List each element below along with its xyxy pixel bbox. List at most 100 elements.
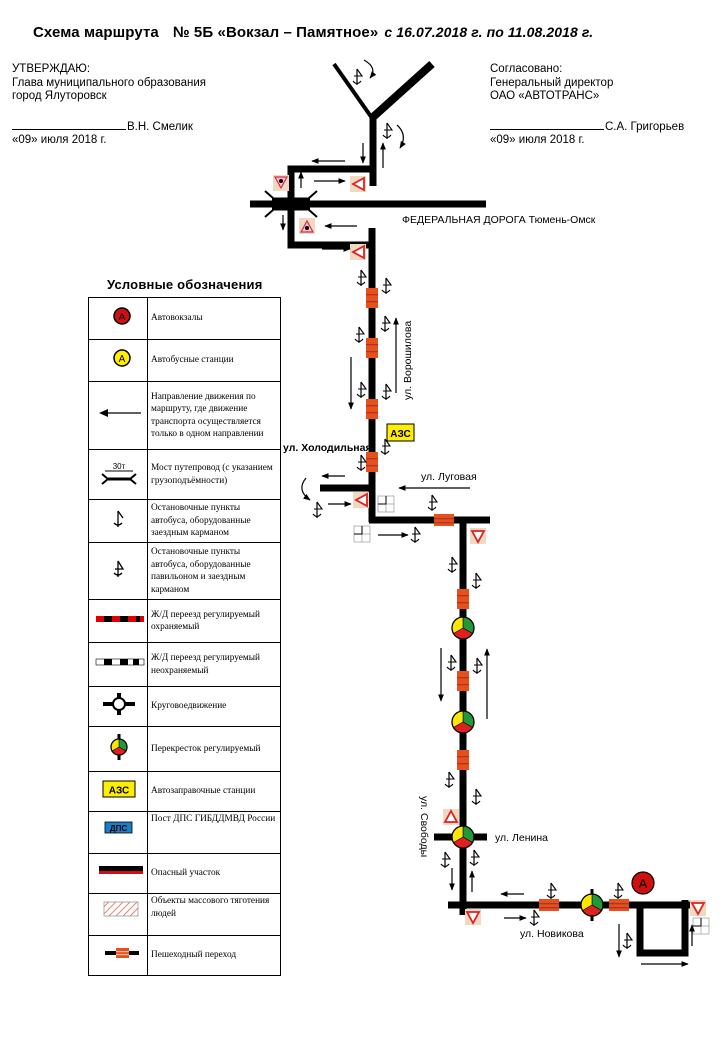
bridge-icon xyxy=(264,190,318,218)
signatory-name: С.А. Григорьев xyxy=(605,120,685,133)
bus-stop-pavilion-icon xyxy=(113,560,125,577)
pedestrian-crossing-icon xyxy=(366,399,378,419)
legend-title: Условные обозначения xyxy=(107,277,263,292)
title-text: Схема маршрута xyxy=(33,24,159,41)
yield-sign-icon xyxy=(464,908,482,926)
bus-terminal-icon: А xyxy=(113,307,131,325)
bus-stop-icon xyxy=(622,932,633,950)
pedestrian-crossing-icon xyxy=(434,514,454,526)
bus-stop-icon xyxy=(312,501,323,519)
bus-stop-icon xyxy=(381,383,392,401)
signatory-name: В.Н. Смелик xyxy=(127,120,193,133)
approval-city: город Ялуторовск xyxy=(12,90,107,102)
one-way-arrow-icon xyxy=(99,409,141,418)
bus-stop-icon xyxy=(447,556,458,574)
bus-stop-icon xyxy=(472,657,483,675)
traffic-light-icon xyxy=(451,710,475,734)
bus-stop-icon xyxy=(446,654,457,672)
pedestrian-crossing-icon xyxy=(366,452,378,472)
pedestrian-crossing-icon xyxy=(457,671,469,691)
legend-label: Пешеходный переход xyxy=(147,935,281,976)
bus-terminal-icon: А xyxy=(631,871,655,895)
bus-stop-icon xyxy=(354,326,365,344)
legend-table: А Автовокзалы А Автобусные станции Напра… xyxy=(88,297,281,976)
street-label-novikova: ул. Новикова xyxy=(520,928,584,940)
camera-sign-icon xyxy=(273,175,289,191)
approval-block-left: УТВЕРЖДАЮ: Глава муниципального образова… xyxy=(12,63,206,148)
street-label-lugovaya: ул. Луговая xyxy=(421,471,477,483)
legend-row: Ж/Д переезд регулируемый охраняемый xyxy=(88,599,281,643)
svg-text:АЗС: АЗС xyxy=(390,429,410,440)
approval-position: Глава муниципального образования xyxy=(12,76,206,89)
legend-row: Направление движения по маршруту, где дв… xyxy=(88,381,281,450)
legend-row: АЗС Автозаправочные станции xyxy=(88,771,281,812)
signature-line xyxy=(12,119,126,130)
federal-road-label: ФЕДЕРАЛЬНАЯ ДОРОГА Тюмень-Омск xyxy=(402,214,596,226)
svg-text:А: А xyxy=(119,354,126,365)
approval-position: Генеральный директор xyxy=(490,76,614,89)
route-period: с 16.07.2018 г. по 11.08.2018 г. xyxy=(384,24,594,40)
svg-text:30т: 30т xyxy=(113,462,126,471)
svg-text:А: А xyxy=(119,312,126,323)
bus-stop-icon xyxy=(382,122,393,140)
direction-sign-icon xyxy=(377,495,395,513)
pedestrian-crossing-icon xyxy=(457,589,469,609)
street-label-kholodilnaya: ул. Холодильная xyxy=(283,442,372,454)
pedestrian-crossing-icon xyxy=(366,338,378,358)
legend-label: Направление движения по маршруту, где дв… xyxy=(147,381,281,450)
legend-label: Автозаправочные станции xyxy=(147,771,281,812)
approval-heading: Согласовано: xyxy=(490,63,563,75)
gas-station-icon: АЗС xyxy=(102,780,136,798)
u-turn-arrow-icon xyxy=(301,477,311,501)
legend-row: Ж/Д переезд регулируемый неохраняемый xyxy=(88,642,281,687)
legend-row: Остановочные пункты автобуса, оборудован… xyxy=(88,499,281,543)
route-number: № 5Б «Вокзал – Памятное» xyxy=(172,24,379,41)
bus-stop-icon xyxy=(352,68,363,86)
rail-crossing-guarded-icon xyxy=(96,615,144,622)
u-turn-arrow-icon xyxy=(363,59,377,79)
pedestrian-crossing-icon xyxy=(105,948,139,959)
pedestrian-crossing-icon xyxy=(457,750,469,770)
svg-text:АЗС: АЗС xyxy=(109,786,129,797)
direction-arrows xyxy=(280,59,695,967)
rail-crossing-unguarded-icon xyxy=(95,658,145,666)
bus-station-icon: А xyxy=(113,349,131,367)
svg-text:А: А xyxy=(639,876,648,891)
legend-row: Пешеходный переход xyxy=(88,935,281,976)
yield-sign-icon xyxy=(352,491,370,509)
pedestrian-crossing-icon xyxy=(539,899,559,911)
traffic-light-icon xyxy=(451,616,475,640)
bus-stop-icon xyxy=(471,788,482,806)
legend-row: Перекресток регулируемый xyxy=(88,726,281,772)
danger-zone-icon xyxy=(99,866,143,875)
bus-stop-icon xyxy=(546,882,557,900)
bus-stop-pocket-icon xyxy=(113,510,124,527)
legend-row: Опасный участок xyxy=(88,853,281,894)
bridge-icon: 30т xyxy=(101,462,137,486)
legend-label: Ж/Д переезд регулируемый неохраняемый xyxy=(147,642,281,687)
approval-date: «09» июля 2018 г. xyxy=(490,134,585,146)
legend-label: Остановочные пункты автобуса, оборудован… xyxy=(147,542,281,600)
road-north-right-branch xyxy=(369,61,435,121)
road-terminal-loop xyxy=(636,900,689,957)
camera-sign-icon xyxy=(299,218,315,234)
signature-line xyxy=(490,119,604,130)
legend-row: Остановочные пункты автобуса, оборудован… xyxy=(88,542,281,600)
bus-stop-icon xyxy=(613,882,624,900)
gas-station-icon: АЗС xyxy=(386,423,415,442)
legend-label: Мост путепровод (с указанием грузоподъём… xyxy=(147,449,281,500)
legend-label: Опасный участок xyxy=(147,853,281,894)
direction-sign-icon xyxy=(692,917,710,935)
legend-label: Круговоедвижение xyxy=(147,686,281,727)
bus-stop-icon xyxy=(356,454,367,472)
yield-sign-icon xyxy=(689,899,707,917)
approval-date: «09» июля 2018 г. xyxy=(12,134,107,146)
page-title: Схема маршрута № 5Б «Вокзал – Памятное» с … xyxy=(33,24,593,41)
crowd-area-icon xyxy=(103,901,139,917)
legend-row: А Автовокзалы xyxy=(88,297,281,340)
street-label-svobody: ул. Свободы xyxy=(418,796,430,857)
traffic-light-icon xyxy=(580,889,604,921)
approval-heading: УТВЕРЖДАЮ: xyxy=(12,63,91,75)
bus-stop-icon xyxy=(381,277,392,295)
